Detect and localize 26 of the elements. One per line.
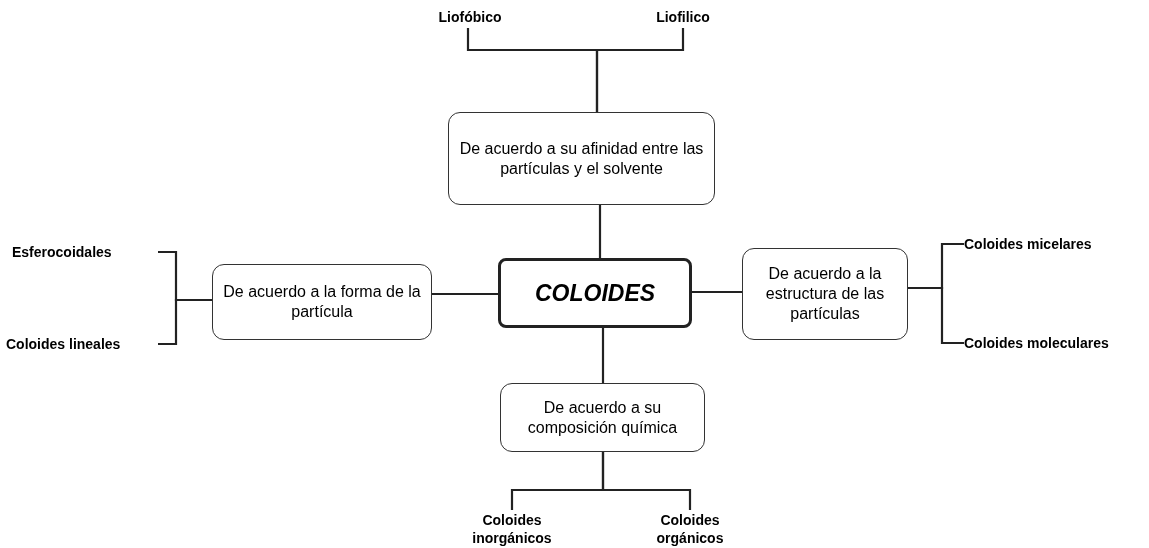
category-box bbox=[212, 264, 432, 340]
connector-line bbox=[432, 292, 498, 296]
category-box bbox=[500, 383, 705, 452]
subtype-label: Liofilico bbox=[656, 8, 710, 26]
subtype-label: Coloides micelares bbox=[964, 235, 1092, 253]
category-text: De acuerdo a la forma de la partícula bbox=[222, 282, 422, 322]
main-topic-box bbox=[498, 258, 692, 328]
category-box bbox=[742, 248, 908, 340]
subtype-label: Esferocoidales bbox=[12, 243, 112, 261]
main-topic-text: COLOIDES bbox=[534, 279, 656, 307]
category-text: De acuerdo a su afinidad entre las partículas y el solvente bbox=[458, 138, 705, 179]
connector-line bbox=[692, 290, 742, 294]
connector-line bbox=[601, 452, 692, 510]
category-box bbox=[448, 112, 715, 205]
connector-line bbox=[601, 328, 605, 383]
connector-line bbox=[908, 286, 964, 345]
subtype-label: Coloides lineales bbox=[6, 335, 121, 353]
connector-line bbox=[595, 28, 685, 112]
connector-line bbox=[598, 205, 602, 258]
connector-line bbox=[158, 298, 212, 346]
category-text: De acuerdo a la estructura de las partículas bbox=[764, 264, 886, 324]
subtype-label: Coloides inorgánicos bbox=[471, 511, 553, 547]
subtype-label: Coloides moleculares bbox=[964, 334, 1109, 352]
subtype-label: Coloides orgánicos bbox=[655, 511, 725, 547]
category-text: De acuerdo a su composición química bbox=[526, 397, 679, 438]
subtype-label: Liofóbico bbox=[438, 8, 502, 26]
